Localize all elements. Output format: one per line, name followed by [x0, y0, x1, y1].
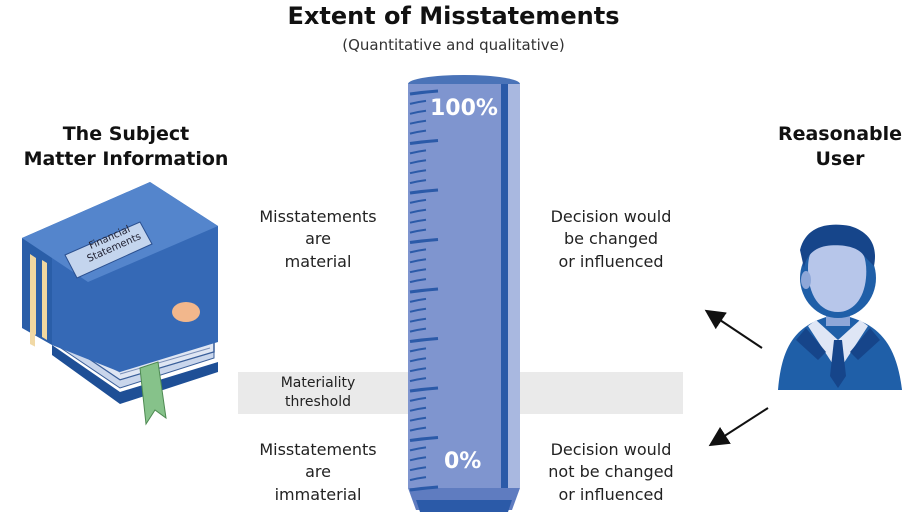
decision-changed-text: Decision would be changed or influenced — [522, 206, 700, 273]
gauge-minor-tick — [409, 228, 427, 234]
gauge-minor-tick — [409, 357, 427, 363]
immaterial-line2: are — [305, 462, 331, 482]
gauge-minor-tick — [409, 347, 427, 353]
immaterial-misstatements-text: Misstatements are immaterial — [236, 439, 400, 506]
gauge-major-tick — [409, 287, 439, 294]
gauge-major-tick — [409, 337, 439, 343]
gauge-minor-tick — [409, 327, 427, 333]
threshold-line2: threshold — [285, 394, 351, 410]
gauge-0-label: 0% — [444, 449, 482, 474]
diagram-subtitle: (Quantitative and qualitative) — [342, 36, 565, 54]
gauge-minor-tick — [409, 396, 427, 402]
gauge-minor-tick — [409, 99, 427, 105]
gauge-minor-tick — [409, 258, 427, 264]
gauge-minor-tick — [409, 169, 427, 175]
reasonable-user-heading-line1: Reasonable — [777, 123, 903, 145]
gauge-minor-tick — [409, 179, 427, 185]
gauge-minor-tick — [409, 268, 427, 274]
decision-not-changed-line1: Decision would — [550, 440, 672, 459]
materiality-threshold-label: Materiality threshold — [238, 374, 398, 412]
gauge-minor-tick — [409, 466, 427, 472]
gauge-major-tick — [409, 139, 439, 145]
gauge-minor-tick — [409, 159, 427, 165]
gauge-major-tick — [409, 89, 439, 96]
gauge-minor-tick — [409, 367, 427, 373]
gauge-major-tick — [409, 436, 439, 442]
gauge-minor-tick — [409, 317, 427, 323]
gauge-minor-tick — [409, 218, 427, 224]
immaterial-line3: immaterial — [274, 484, 362, 504]
gauge-minor-tick — [409, 297, 427, 303]
reasonable-user-heading: Reasonable User — [760, 122, 907, 171]
gauge-minor-tick — [409, 109, 427, 115]
decision-not-changed-text: Decision would not be changed or influen… — [522, 439, 700, 506]
threshold-line1: Materiality — [280, 375, 356, 391]
gauge-minor-tick — [409, 278, 427, 284]
gauge-ticks — [409, 89, 439, 492]
material-line2: are — [305, 229, 331, 249]
gauge-minor-tick — [409, 426, 427, 432]
arrow-to-upper — [704, 309, 763, 349]
gauge-minor-tick — [409, 149, 427, 155]
gauge-minor-tick — [409, 119, 427, 125]
gauge-major-tick — [409, 386, 439, 393]
gauge-minor-tick — [409, 307, 427, 313]
gauge-minor-tick — [409, 446, 427, 452]
gauge-minor-tick — [409, 406, 427, 412]
decision-changed-line2: be changed — [563, 229, 659, 249]
gauge-minor-tick — [409, 476, 427, 482]
gauge-minor-tick — [409, 456, 427, 462]
gauge-major-tick — [409, 188, 439, 195]
gauge-stripe — [501, 84, 508, 488]
gauge-major-tick — [409, 238, 439, 244]
gauge-major-tick — [409, 485, 439, 492]
gauge-minor-tick — [409, 208, 427, 214]
decision-changed-line1: Decision would — [550, 207, 672, 226]
gauge-minor-tick — [409, 248, 427, 254]
subject-matter-heading-line1: The Subject — [62, 123, 190, 145]
material-line1: Misstatements — [259, 207, 377, 226]
decision-not-changed-line3: or influenced — [558, 484, 664, 504]
decision-changed-line3: or influenced — [558, 251, 664, 271]
diagram-title: Extent of Misstatements — [287, 2, 620, 30]
gauge-minor-tick — [409, 129, 427, 135]
gauge-minor-tick — [409, 198, 427, 204]
immaterial-line1: Misstatements — [259, 440, 377, 459]
gauge-minor-tick — [409, 377, 427, 383]
reasonable-user-heading-line2: User — [815, 147, 865, 170]
arrow-to-lower — [708, 407, 769, 447]
material-misstatements-text: Misstatements are material — [236, 206, 400, 273]
gauge-minor-tick — [409, 416, 427, 422]
subject-matter-heading-line2: Matter Information — [23, 147, 229, 170]
gauge-100-label: 100% — [430, 96, 498, 121]
subject-matter-heading: The Subject Matter Information — [0, 122, 252, 171]
decision-not-changed-line2: not be changed — [548, 462, 674, 482]
material-line3: material — [284, 251, 352, 271]
